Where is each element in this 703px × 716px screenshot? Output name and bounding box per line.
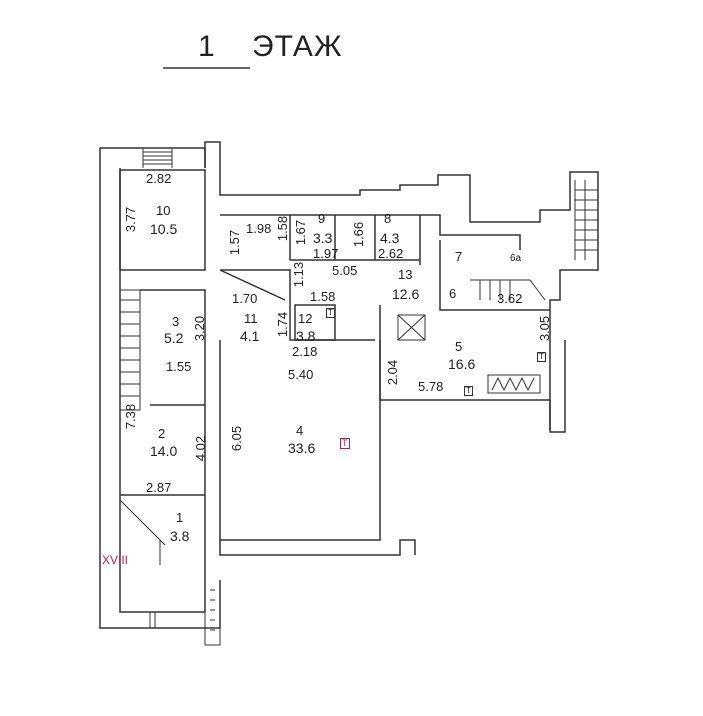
right-lower-wall	[549, 340, 566, 433]
window-bottom	[149, 612, 156, 628]
dim-label: 4.02	[193, 435, 209, 462]
room-4-outline	[219, 340, 381, 541]
dim-label: 2.82	[146, 171, 172, 186]
room-1-area: 3.8	[170, 528, 190, 544]
radiator	[487, 374, 541, 394]
entry-stair	[142, 148, 173, 168]
floor-title: ЭТАЖ	[252, 30, 343, 63]
radiator-zigzag	[491, 376, 535, 392]
room-3-area: 5.2	[164, 330, 184, 346]
room-5-number: 5	[455, 339, 463, 354]
dim-label: 1.55	[166, 359, 192, 374]
dim-label: 6.05	[229, 425, 245, 452]
t-mark: T	[340, 438, 350, 449]
room-5-left-wall	[379, 305, 550, 401]
room-3-stair	[120, 289, 141, 411]
room-8-area: 4.3	[380, 230, 400, 246]
room-6-wall	[439, 240, 550, 311]
room-1-number: 1	[176, 510, 184, 525]
room-12-area: 3.8	[296, 328, 316, 344]
room-6-number: 6	[449, 286, 457, 301]
dim-label: 3.77	[123, 206, 139, 233]
room-10-area: 10.5	[150, 221, 178, 237]
room-6a-number: 6а	[510, 253, 522, 264]
dim-label: 1.74	[275, 311, 291, 338]
dim-label: 2.04	[385, 359, 401, 386]
outer-wall-top-left	[100, 147, 206, 168]
room-3-number: 3	[172, 314, 180, 329]
dim-label: 1.70	[232, 291, 258, 306]
room-4-area: 33.6	[288, 440, 316, 456]
t-mark: T	[537, 352, 546, 362]
dim-label: 1.58	[310, 289, 336, 304]
room-11-area: 4.1	[240, 328, 260, 344]
room-12-outline	[294, 304, 336, 341]
t-mark: T	[464, 386, 473, 396]
dim-label: 1.57	[227, 229, 243, 256]
dim-label: 5.40	[288, 367, 314, 382]
room-9-area: 3.3	[313, 230, 333, 246]
room-1-angled-wall	[119, 499, 166, 565]
rooms-8-9-walls	[289, 215, 421, 265]
room-10-outline	[119, 169, 206, 271]
room-2-walls	[120, 405, 206, 580]
room-11-number: 11	[244, 311, 258, 326]
dim-label: 1.67	[293, 219, 309, 246]
room-8-number: 8	[384, 211, 392, 226]
room-5-area: 16.6	[448, 356, 476, 372]
room-13-number: 13	[398, 267, 413, 282]
section-roman-numeral: XVIII	[102, 553, 129, 567]
shaft	[397, 314, 426, 341]
room-10-number: 10	[156, 203, 171, 218]
dim-label: 2.18	[292, 344, 318, 359]
dim-label: 1.98	[246, 221, 272, 236]
dim-label: 2.62	[378, 246, 404, 261]
dim-label: 5.78	[418, 379, 444, 394]
dim-label: 5.05	[332, 263, 358, 278]
dim-label: 3.05	[537, 315, 553, 342]
dim-label: 1.13	[291, 261, 307, 288]
dim-label: 3.20	[192, 315, 208, 342]
room-3-walls	[140, 289, 206, 406]
t-mark: T	[326, 308, 335, 318]
room-2-number: 2	[158, 426, 166, 441]
bottom-exit	[204, 580, 221, 646]
room-13-area: 12.6	[392, 286, 420, 302]
stair-6	[470, 279, 546, 301]
dim-label: 1.66	[351, 221, 367, 248]
room-12-number: 12	[298, 311, 313, 326]
room-7-number: 7	[455, 249, 463, 264]
dim-label: 2.87	[146, 480, 172, 495]
room-4-number: 4	[296, 423, 304, 438]
right-stair-treads	[575, 189, 598, 251]
room-2-area: 14.0	[150, 443, 178, 459]
dim-label: 1.58	[275, 215, 291, 242]
floor-number: 1	[198, 30, 215, 63]
corridor-inner-wall	[220, 214, 521, 250]
room-9-number: 9	[318, 211, 326, 226]
room-4-bottom-wall	[219, 539, 416, 556]
dim-label: 1.97	[313, 246, 339, 261]
dim-label: 3.62	[497, 291, 523, 306]
dim-label: 7.38	[123, 403, 139, 430]
outer-wall-top	[204, 141, 599, 430]
